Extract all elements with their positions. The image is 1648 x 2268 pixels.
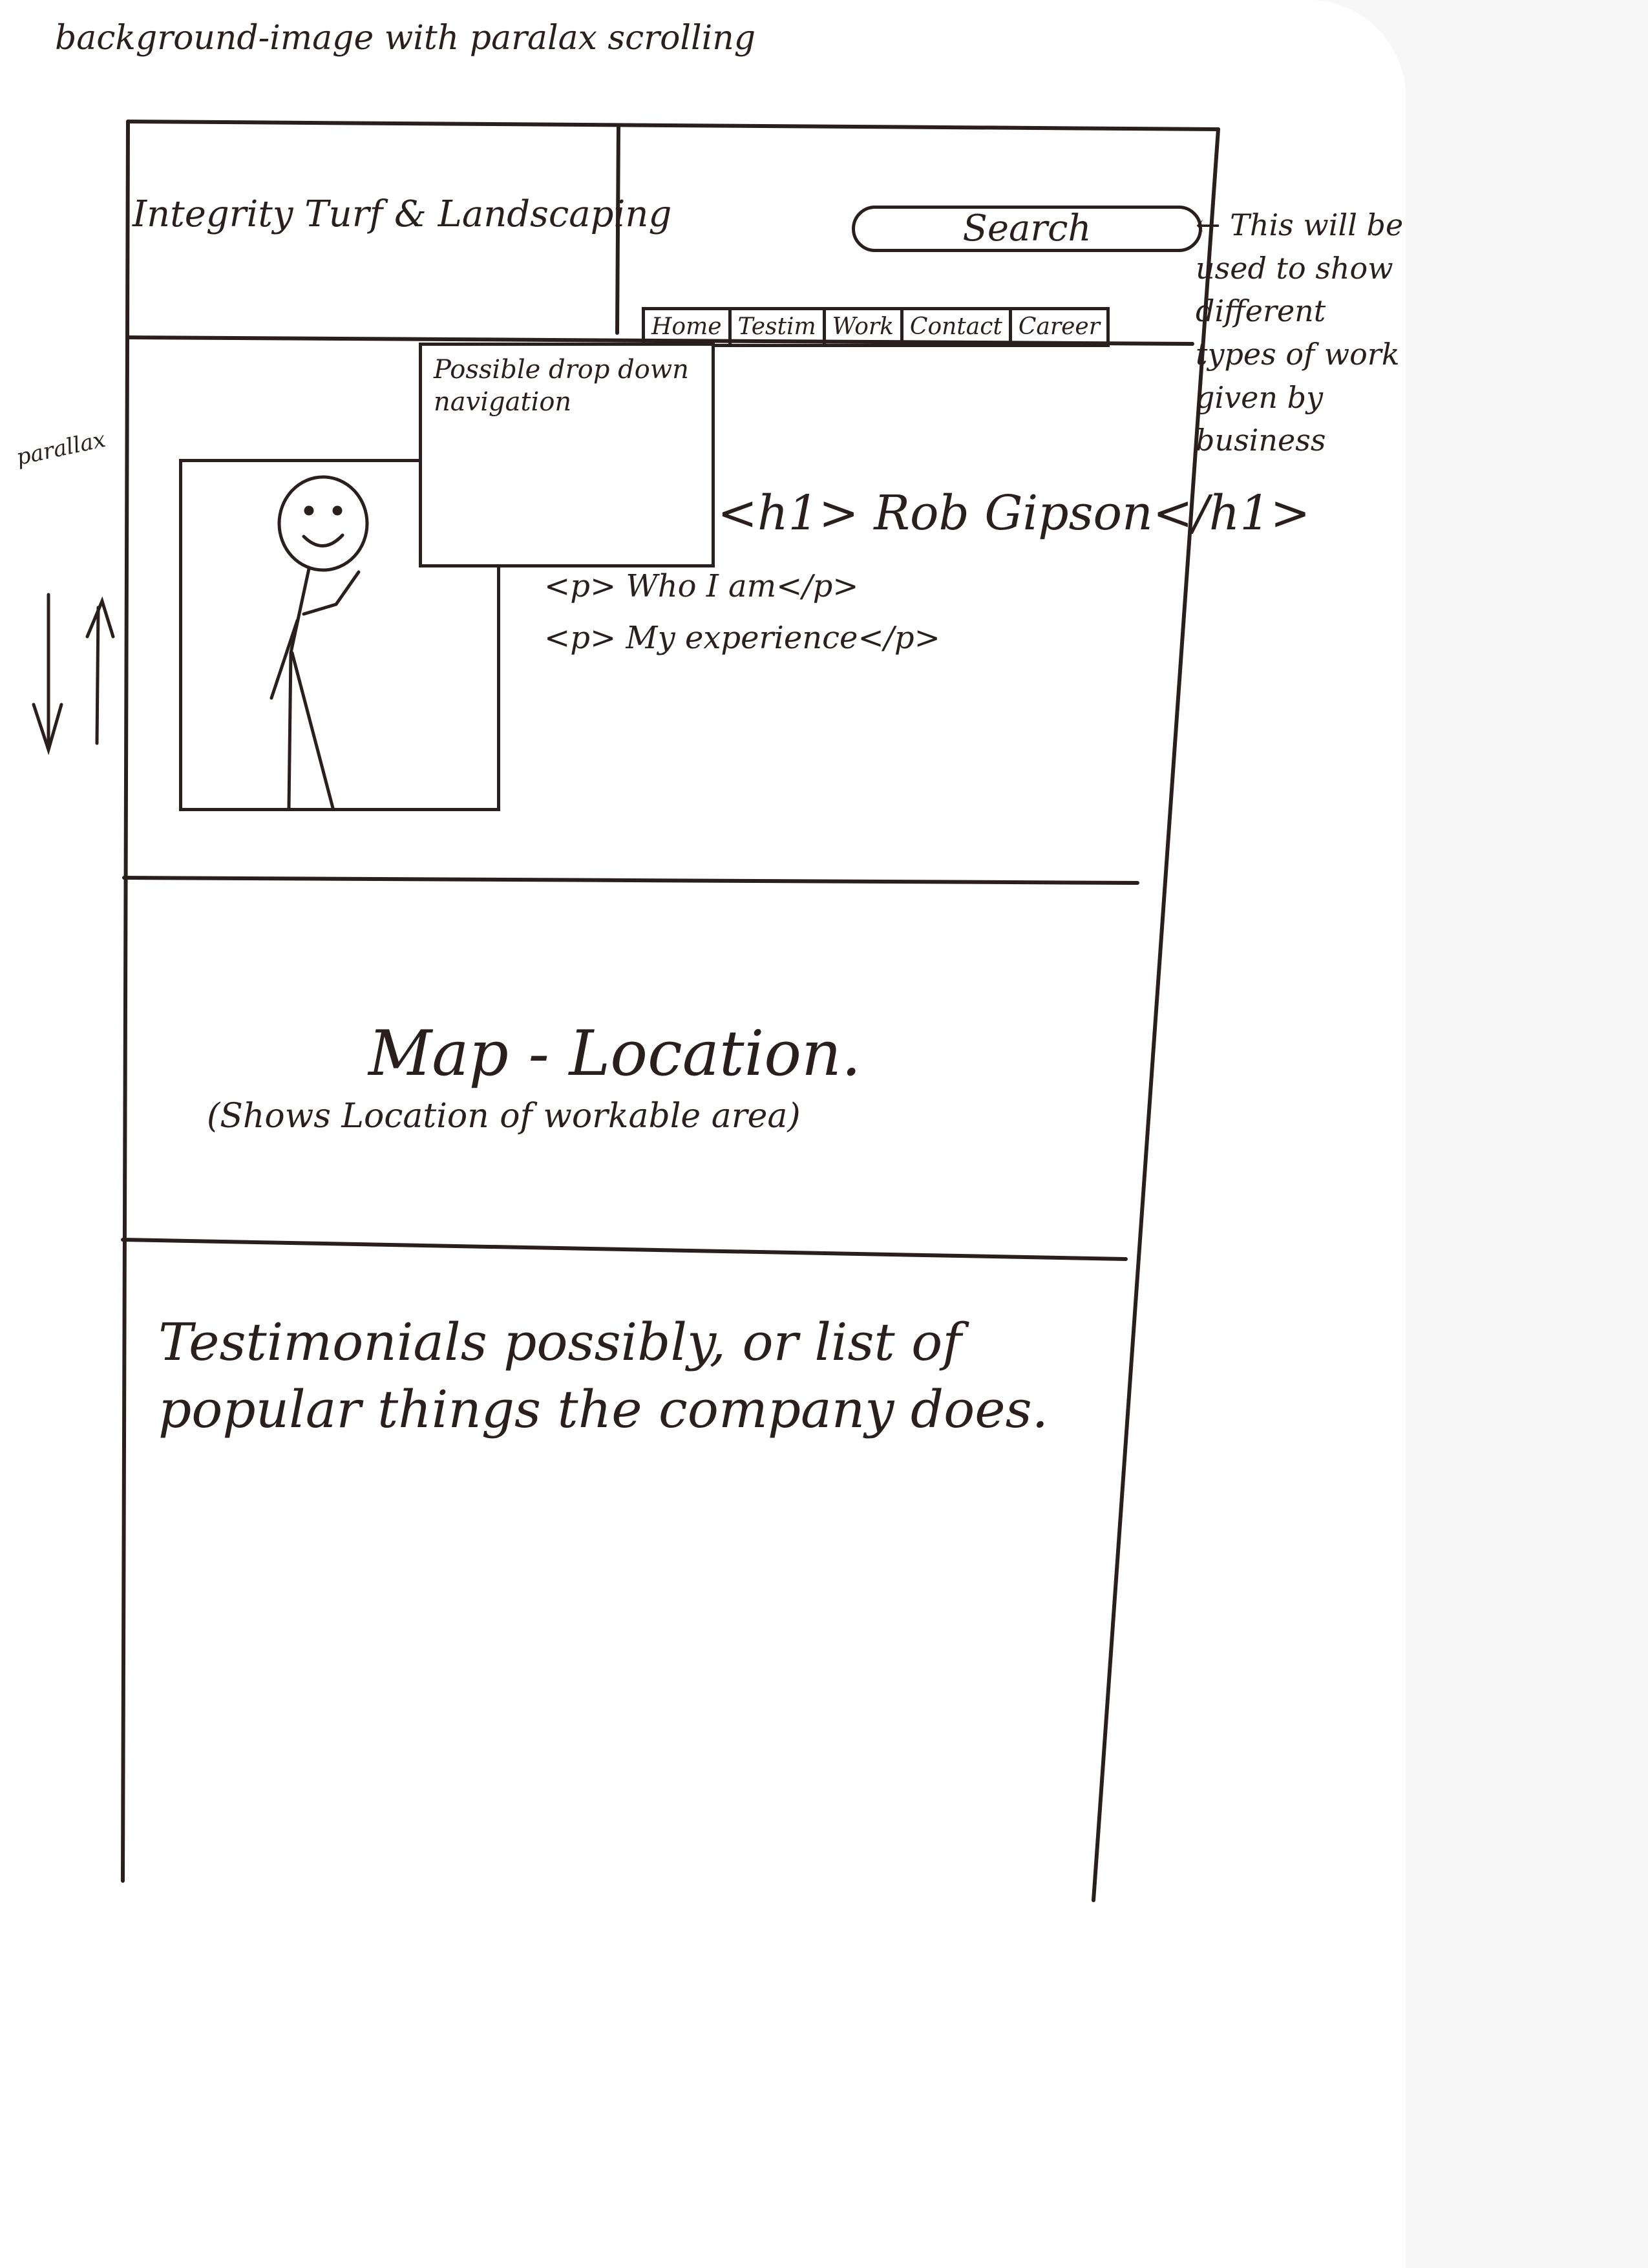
frame-top-line: [126, 120, 1220, 131]
map-bottom-line: [121, 1238, 1128, 1261]
frame-left-line: [121, 120, 130, 1883]
search-bar[interactable]: Search: [852, 206, 1202, 252]
nav-item-testimonials[interactable]: Testim: [732, 310, 826, 344]
frame-right-line: [1092, 127, 1220, 1902]
profile-photo-placeholder: [179, 459, 500, 811]
testimonials-section-text: Testimonials possibly, or list of popula…: [158, 1312, 1049, 1439]
nav-item-career[interactable]: Career: [1018, 313, 1100, 340]
background-note: background-image with paralax scrolling: [55, 19, 756, 58]
nav-item-work[interactable]: Work: [826, 310, 903, 344]
dropdown-note: Possible drop down navigation: [434, 355, 689, 417]
parallax-arrows-icon: [32, 593, 115, 756]
map-section-title: Map - Location.: [368, 1017, 861, 1090]
header-divider: [615, 124, 620, 335]
person-figure-icon: [269, 475, 369, 810]
hero-paragraph-experience: <p> My experience</p>: [544, 620, 940, 656]
nav-item-contact[interactable]: Contact: [903, 310, 1012, 344]
nav-item-home[interactable]: Home: [645, 310, 732, 344]
main-nav: Home Testim Work Contact Career: [642, 307, 1110, 347]
header-bottom-line: [126, 335, 1194, 346]
dropdown-navigation-box: Possible drop down navigation: [419, 343, 715, 567]
brand-logo-text[interactable]: Integrity Turf & Landscaping: [132, 193, 672, 235]
hero-bottom-line: [122, 876, 1139, 885]
side-annotation: ← This will be used to show different ty…: [1196, 207, 1404, 458]
map-section-subtitle: (Shows Location of workable area): [207, 1097, 801, 1136]
hero-heading: <h1> Rob Gipson</h1>: [717, 485, 1311, 541]
hero-paragraph-who: <p> Who I am</p>: [544, 568, 859, 604]
